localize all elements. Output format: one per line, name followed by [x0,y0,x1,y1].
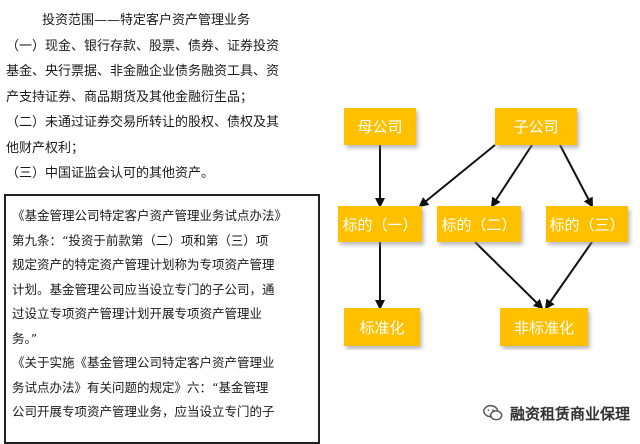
node-target1-label: 标的（一） [342,216,417,234]
watermark: 融资租赁商业保理 [482,402,630,424]
node-standard-label: 标准化 [359,319,404,337]
quote-line: 计划。基金管理公司应当设立专门的子公司，通 [12,281,275,297]
structure-diagram: 母公司 子公司 标的（一） 标的（二） 标的（三） 标准化 非标准化 [338,108,628,346]
scope-line: （三）中国证监会认可的其他资产。 [6,166,215,181]
scope-line: 产支持证券、商品期货及其他金融衍生品； [6,89,254,105]
node-target-2: 标的（二） [437,206,521,242]
wechat-icon [483,404,503,421]
scope-heading: 投资范围——特定客户资产管理业务 [42,13,251,28]
watermark-text: 融资租赁商业保理 [509,404,630,423]
quote-line: 《关于实施《基金管理公司特定客户资产管理业 [12,355,275,370]
scope-line: （一）现金、银行存款、股票、债券、证券投资 [6,38,280,54]
investment-scope-text: 投资范围——特定客户资产管理业务 （一）现金、银行存款、股票、债券、证券投资 基… [6,8,328,187]
node-standardized: 标准化 [344,308,420,346]
node-parent-company: 母公司 [344,108,416,145]
node-target2-label: 标的（二） [441,216,516,234]
quote-line: 过设立专项资产管理计划开展专项资产管理业 [12,306,263,321]
scope-line: 他财产权利； [6,140,85,156]
arrow-subsidiary-to-target3 [559,144,593,208]
node-subsidiary: 子公司 [495,108,577,145]
arrow-subsidiary-to-target2 [490,144,533,208]
quote-line: 《基金管理公司特定客户资产管理业务试点办法》 [12,208,288,223]
node-subsidiary-label: 子公司 [513,118,558,136]
node-nonstandardized: 非标准化 [500,308,588,346]
quote-line: 公司开展专项资产管理业务，应当设立专门的子 [12,404,275,419]
regulation-quote-box: 《基金管理公司特定客户资产管理业务试点办法》 第九条：“投资于前款第（二）项和第… [4,194,320,444]
quote-line: 务。” [12,330,38,346]
node-target3-label: 标的（三） [549,216,624,234]
quote-line: 规定资产的特定资产管理计划称为专项资产管理 [12,257,275,272]
scope-line: （二）未通过证券交易所转让的股权、债权及其 [6,115,280,130]
node-nonstandard-label: 非标准化 [514,319,574,337]
arrow-target2-to-nonstandard [474,241,544,310]
scope-line: 基金、央行票据、非金融企业债务融资工具、资 [6,64,280,79]
node-parent-label: 母公司 [357,118,402,136]
node-target-3: 标的（三） [546,206,628,242]
arrow-target3-to-nonstandard [544,241,593,310]
quote-line: 第九条：“投资于前款第（二）项和第（三）项 [12,232,269,248]
node-target-1: 标的（一） [338,206,422,242]
arrow-subsidiary-to-target1 [418,144,496,208]
quote-line: 务试点办法》有关问题的规定》六：“基金管理 [12,379,269,395]
